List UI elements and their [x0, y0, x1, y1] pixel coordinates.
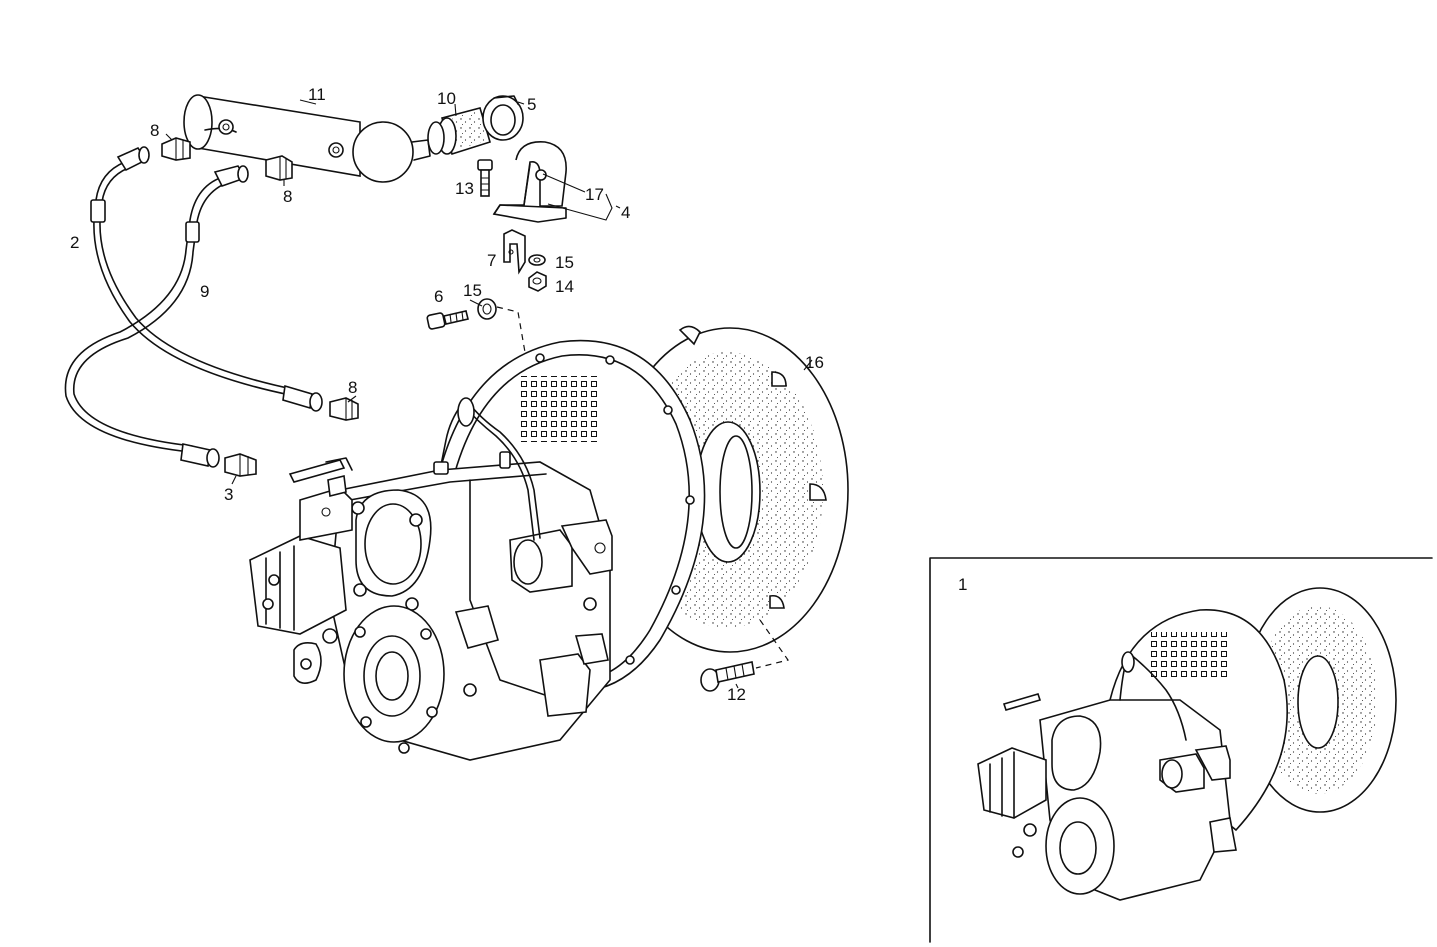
callout-13: 13: [455, 179, 474, 198]
small-bracket: [503, 229, 526, 275]
callout-11: 11: [308, 85, 326, 104]
callout-14: 14: [555, 277, 574, 296]
hose-2: [90, 146, 323, 412]
callout-15-top: 15: [555, 253, 574, 272]
callout-6: 6: [434, 287, 443, 306]
callout-15: 15: [463, 281, 482, 300]
callout-10: 10: [437, 89, 456, 108]
oil-cooler: [183, 94, 431, 183]
callout-1: 1: [958, 575, 967, 594]
callout-17: 17: [585, 185, 604, 204]
fitting-8-right: [329, 397, 359, 421]
callout-8-right: 8: [348, 378, 357, 397]
callout-3: 3: [224, 485, 233, 504]
nut-14: [528, 271, 547, 292]
callout-9: 9: [200, 282, 209, 301]
hose-9: [64, 165, 249, 468]
side-pump: [249, 487, 353, 684]
hose-sleeve: [427, 107, 491, 156]
washer-15-top: [528, 254, 546, 266]
callout-8-top: 8: [150, 121, 159, 140]
leader-lines: [165, 99, 813, 689]
callout-2: 2: [70, 233, 79, 252]
bolt-12: [700, 661, 755, 692]
callout-7: 7: [487, 251, 496, 270]
inset-assembly: [977, 587, 1397, 901]
clamp-ring: [482, 95, 524, 141]
fitting-8-mid: [265, 155, 293, 181]
callout-5: 5: [527, 95, 536, 114]
washer-15: [477, 298, 497, 320]
bolt-13: [477, 159, 493, 197]
leader-bolt-12: [755, 619, 789, 669]
callout-12: 12: [727, 685, 746, 704]
fitting-8-top: [161, 137, 191, 161]
callout-labels: 11 10 5 8 8 13 17 4 2 7 15 14 9 6 15 16 …: [70, 85, 967, 704]
leader-bolt-path: [496, 306, 527, 359]
mounting-bracket: [492, 141, 567, 223]
inset-frame: [929, 557, 1433, 943]
fitting-3: [224, 453, 257, 477]
shift-lever: [288, 457, 353, 497]
callout-16: 16: [805, 353, 824, 372]
vent-pipe: [433, 397, 541, 541]
callout-4: 4: [621, 203, 630, 222]
callout-8-mid: 8: [283, 187, 292, 206]
bolt-6: [426, 310, 469, 330]
output-flange: [343, 605, 445, 754]
